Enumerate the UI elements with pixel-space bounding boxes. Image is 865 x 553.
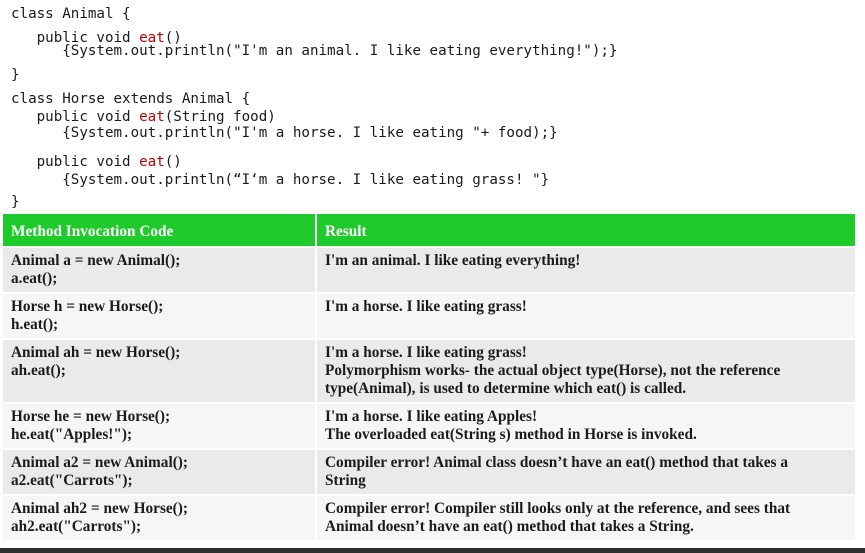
code-line: {System.out.println("I'm an animal. I li… — [11, 43, 617, 59]
result-cell-line: I'm a horse. I like eating Apples! — [325, 408, 538, 425]
code-line: class Animal { — [11, 6, 131, 22]
result-cell-line: Compiler error! Compiler still looks onl… — [325, 500, 791, 517]
code-cell-line: a.eat(); — [11, 270, 58, 287]
code-cell: Animal ah = new Horse();ah.eat(); — [3, 338, 317, 402]
code-cell-line: Horse h = new Horse(); — [11, 298, 164, 315]
code-cell: Horse he = new Horse();he.eat("Apples!")… — [3, 402, 317, 448]
code-cell: Animal a2 = new Animal();a2.eat("Carrots… — [3, 448, 317, 494]
result-cell: I'm an animal. I like eating everything! — [317, 246, 855, 292]
table-header-row: Method Invocation Code Result — [3, 214, 855, 246]
code-text: () — [164, 154, 182, 170]
code-line: public void eat(String food) — [11, 109, 276, 125]
code-keyword: eat — [139, 30, 165, 46]
code-cell-line: Horse he = new Horse(); — [11, 408, 171, 425]
code-cell-line: h.eat(); — [11, 316, 59, 333]
code-text: } — [11, 194, 20, 210]
code-text: public void — [36, 109, 140, 125]
header-result: Result — [317, 214, 855, 246]
code-cell-line: ah2.eat("Carrots"); — [11, 518, 142, 535]
result-cell-line: Animal doesn’t have an eat() method that… — [325, 518, 694, 535]
code-text: {System.out.println("I'm a horse. I like… — [62, 125, 558, 141]
result-cell-line: String — [325, 472, 366, 489]
code-text: class Animal { — [11, 6, 131, 22]
code-text: {System.out.println("I'm an animal. I li… — [62, 43, 618, 59]
code-cell-line: Animal a2 = new Animal(); — [11, 454, 188, 471]
result-cell-line: Compiler error! Animal class doesn’t hav… — [325, 454, 788, 471]
code-line: {System.out.println(“I‘m a horse. I like… — [11, 172, 549, 188]
code-line: public void eat() — [11, 30, 182, 46]
code-cell-line: Animal ah = new Horse(); — [11, 344, 181, 361]
result-cell: Compiler error! Compiler still looks onl… — [317, 494, 855, 540]
method-invocation-table: Method Invocation Code Result Animal a =… — [3, 214, 855, 540]
code-text: public void — [36, 154, 140, 170]
code-text: public void — [36, 30, 140, 46]
code-text: () — [164, 30, 182, 46]
code-line: } — [11, 194, 20, 210]
code-line: } — [11, 67, 20, 83]
code-cell: Horse h = new Horse();h.eat(); — [3, 292, 317, 338]
code-line: {System.out.println("I'm a horse. I like… — [11, 125, 558, 141]
table-row: Animal ah = new Horse();ah.eat();I'm a h… — [3, 338, 855, 402]
code-cell: Animal a = new Animal();a.eat(); — [3, 246, 317, 292]
result-cell: I'm a horse. I like eating grass! — [317, 292, 855, 338]
code-text: } — [11, 67, 20, 83]
table-row: Animal a2 = new Animal();a2.eat("Carrots… — [3, 448, 855, 494]
code-cell-line: a2.eat("Carrots"); — [11, 472, 133, 489]
code-text: {System.out.println(“I‘m a horse. I like… — [62, 172, 550, 188]
code-text: class Horse extends Animal { — [11, 91, 251, 107]
result-cell-line: Polymorphism works- the actual object ty… — [325, 362, 781, 379]
result-cell-line: The overloaded eat(String s) method in H… — [325, 426, 697, 443]
result-cell-line: I'm a horse. I like eating grass! — [325, 298, 527, 315]
code-cell: Animal ah2 = new Horse();ah2.eat("Carrot… — [3, 494, 317, 540]
table-row: Horse he = new Horse();he.eat("Apples!")… — [3, 402, 855, 448]
result-cell-line: type(Animal), is used to determine which… — [325, 380, 687, 397]
bottom-edge-bar — [0, 548, 865, 553]
code-line: public void eat() — [11, 154, 182, 170]
result-cell-line: I'm a horse. I like eating grass! — [325, 344, 527, 361]
code-cell-line: ah.eat(); — [11, 362, 66, 379]
code-text: (String food) — [164, 109, 276, 125]
table-row: Animal a = new Animal();a.eat(); I'm an a… — [3, 246, 855, 292]
result-cell-line: I'm an animal. I like eating everything! — [325, 252, 581, 269]
code-line: class Horse extends Animal { — [11, 91, 250, 107]
result-cell: I'm a horse. I like eating Apples!The ov… — [317, 402, 855, 448]
code-keyword: eat — [139, 109, 165, 125]
code-keyword: eat — [139, 154, 165, 170]
code-cell-line: he.eat("Apples!"); — [11, 426, 133, 443]
table-row: Horse h = new Horse();h.eat(); I'm a hors… — [3, 292, 855, 338]
table-row: Animal ah2 = new Horse();ah2.eat("Carrot… — [3, 494, 855, 540]
result-cell: I'm a horse. I like eating grass!Polymor… — [317, 338, 855, 402]
result-cell: Compiler error! Animal class doesn’t hav… — [317, 448, 855, 494]
code-cell-line: Animal ah2 = new Horse(); — [11, 500, 188, 517]
header-method-invocation-code: Method Invocation Code — [3, 214, 317, 246]
code-cell-line: Animal a = new Animal(); — [11, 252, 181, 269]
